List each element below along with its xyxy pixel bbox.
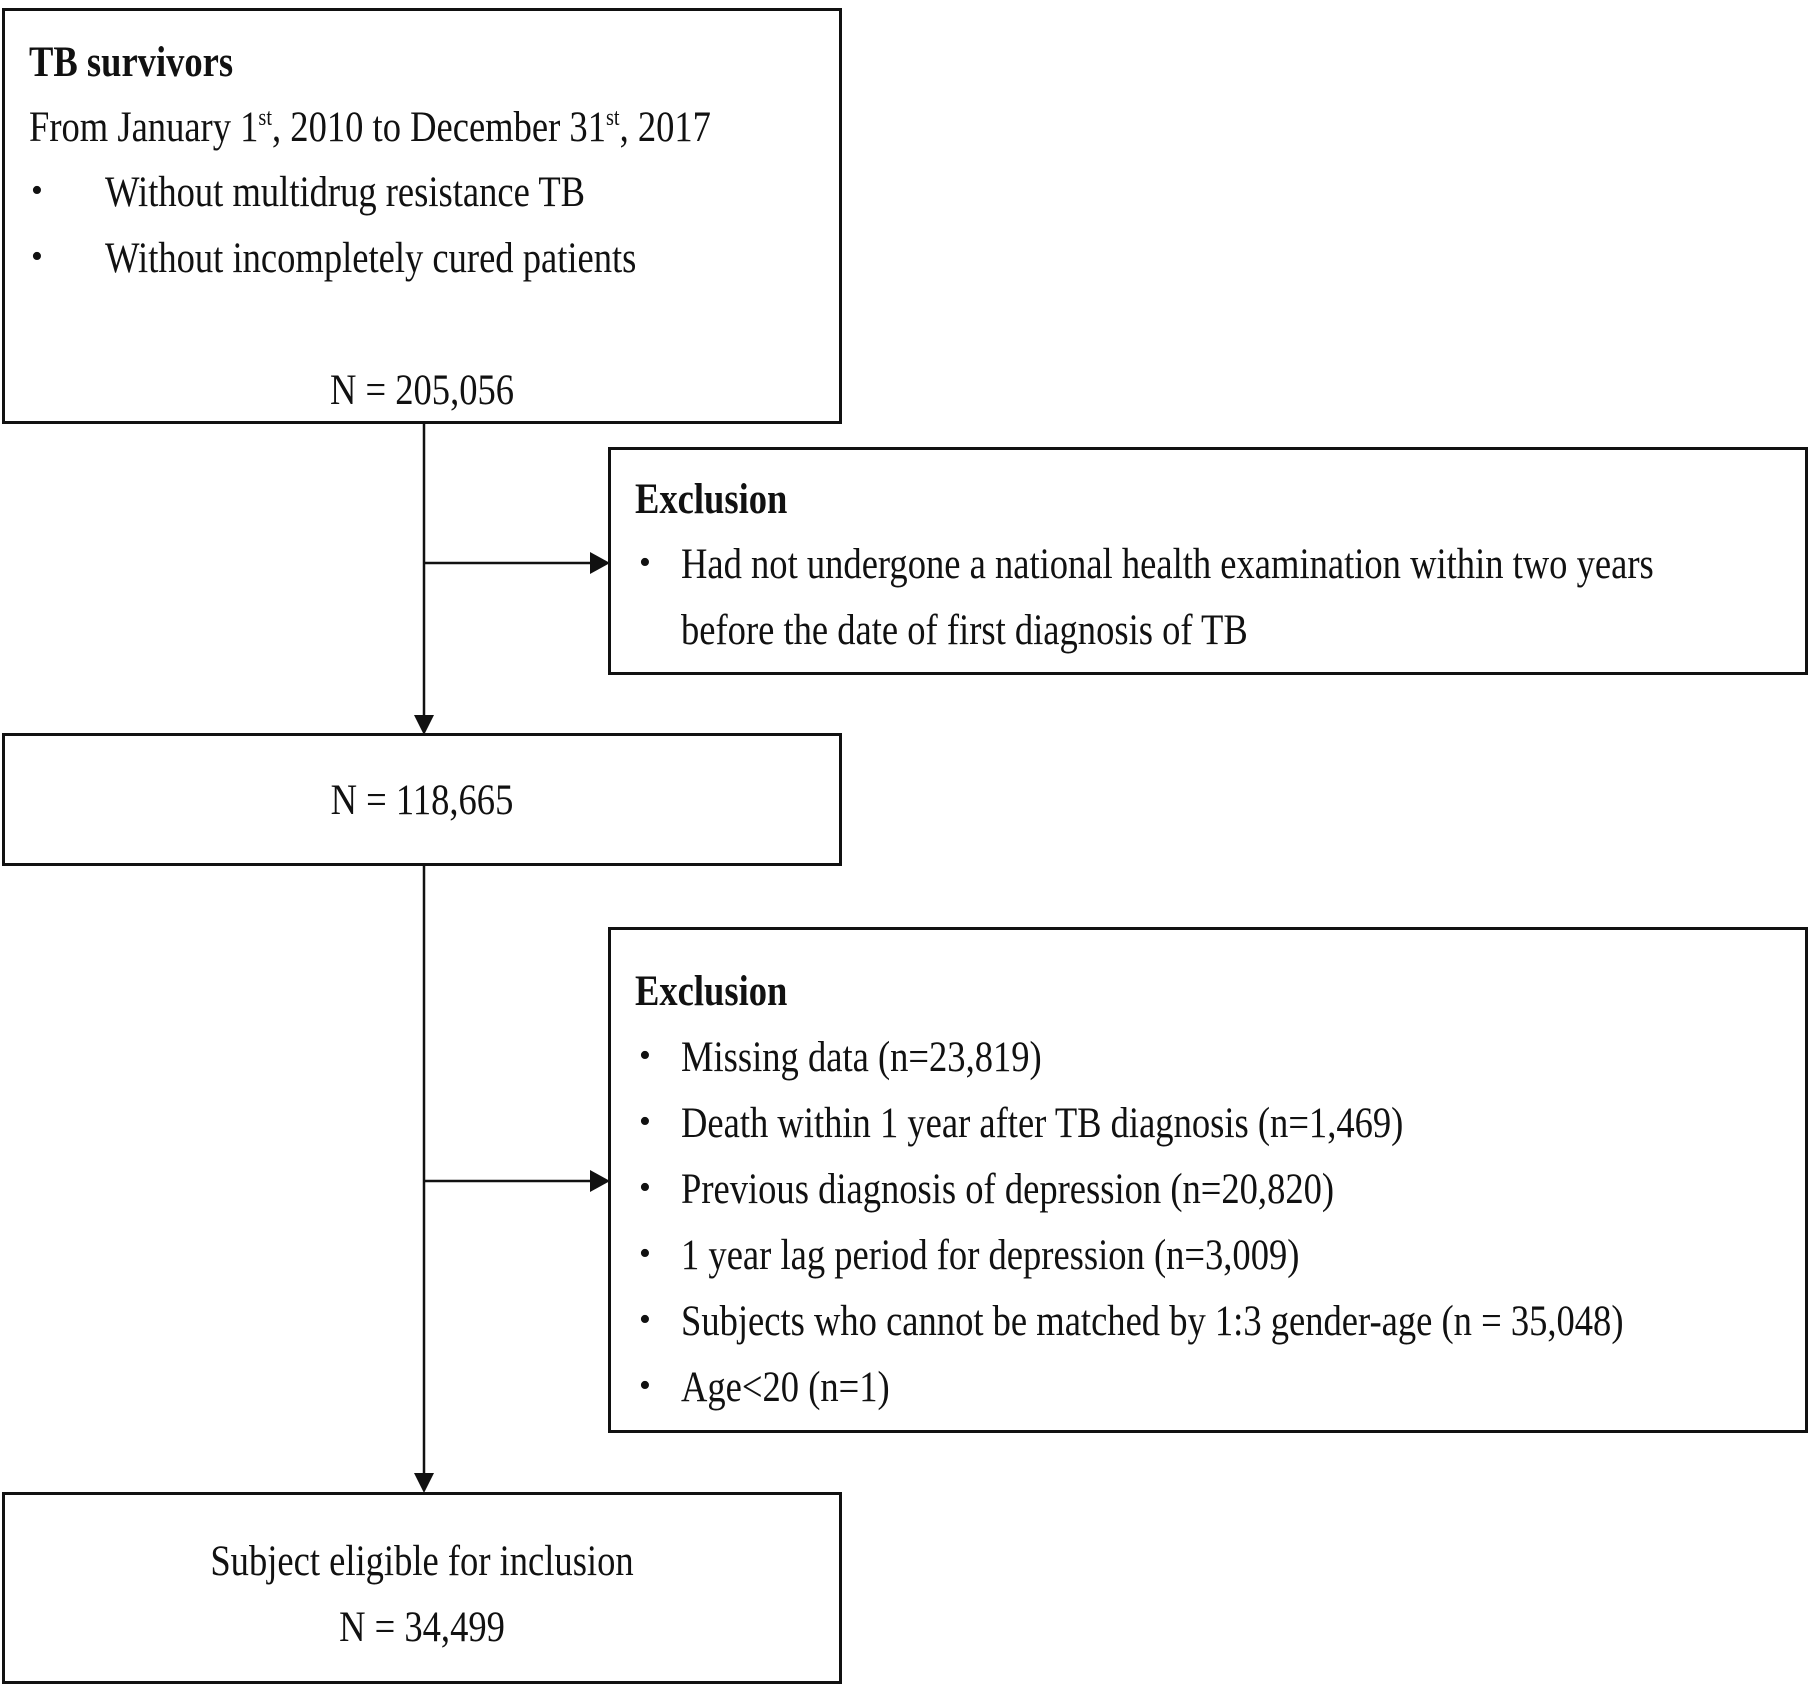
bullet-marker: • bbox=[639, 1037, 651, 1074]
exclusion-title: Exclusion bbox=[635, 476, 788, 523]
exclusion-box-2: Exclusion • Missing data (n=23,819) • De… bbox=[608, 927, 1808, 1433]
bullet-marker: • bbox=[639, 1235, 651, 1272]
exclusion-criterion-item: Missing data (n=23,819) bbox=[681, 1034, 1042, 1081]
arrowhead-exclusion2 bbox=[590, 1170, 610, 1192]
exclusion-criterion-line: before the date of first diagnosis of TB bbox=[681, 607, 1248, 654]
exclusion-criterion-item: Subjects who cannot be matched by 1:3 ge… bbox=[681, 1298, 1624, 1345]
bullet-marker: • bbox=[639, 1103, 651, 1140]
bullet-marker: • bbox=[639, 544, 651, 581]
arrowhead-box3 bbox=[414, 1473, 434, 1493]
exclusion-criterion-item: 1 year lag period for depression (n=3,00… bbox=[681, 1232, 1300, 1279]
exclusion-criterion-item: Death within 1 year after TB diagnosis (… bbox=[681, 1100, 1404, 1147]
inclusion-criterion-item: Without incompletely cured patients bbox=[105, 235, 637, 282]
exclusion-criterion-line: Had not undergone a national health exam… bbox=[681, 541, 1654, 588]
initial-count: N = 205,056 bbox=[329, 367, 515, 414]
exclusion-box-1: Exclusion • Had not undergone a national… bbox=[608, 447, 1808, 675]
eligible-subjects-box: Subject eligible for inclusion N = 34,49… bbox=[2, 1492, 842, 1684]
bullet-marker: • bbox=[639, 1367, 651, 1404]
bullet-marker: • bbox=[31, 172, 43, 209]
exclusion-criterion-item: Previous diagnosis of depression (n=20,8… bbox=[681, 1166, 1335, 1213]
intermediate-count: N = 118,665 bbox=[330, 777, 514, 824]
bullet-marker: • bbox=[639, 1301, 651, 1338]
study-period-text: From January 1st, 2010 to December 31st,… bbox=[29, 104, 711, 151]
tb-survivors-title: TB survivors bbox=[29, 39, 234, 86]
final-count: N = 34,499 bbox=[339, 1604, 505, 1651]
tb-survivors-box: TB survivors From January 1st, 2010 to D… bbox=[2, 8, 842, 424]
exclusion-criterion-item: Age<20 (n=1) bbox=[681, 1364, 890, 1411]
intermediate-count-box: N = 118,665 bbox=[2, 733, 842, 866]
bullet-marker: • bbox=[639, 1169, 651, 1206]
arrowhead-exclusion1 bbox=[590, 552, 610, 574]
inclusion-criterion-item: Without multidrug resistance TB bbox=[105, 169, 586, 216]
eligible-subjects-label: Subject eligible for inclusion bbox=[210, 1538, 634, 1585]
exclusion-title: Exclusion bbox=[635, 968, 788, 1015]
bullet-marker: • bbox=[31, 238, 43, 275]
arrowhead-box2 bbox=[414, 715, 434, 735]
